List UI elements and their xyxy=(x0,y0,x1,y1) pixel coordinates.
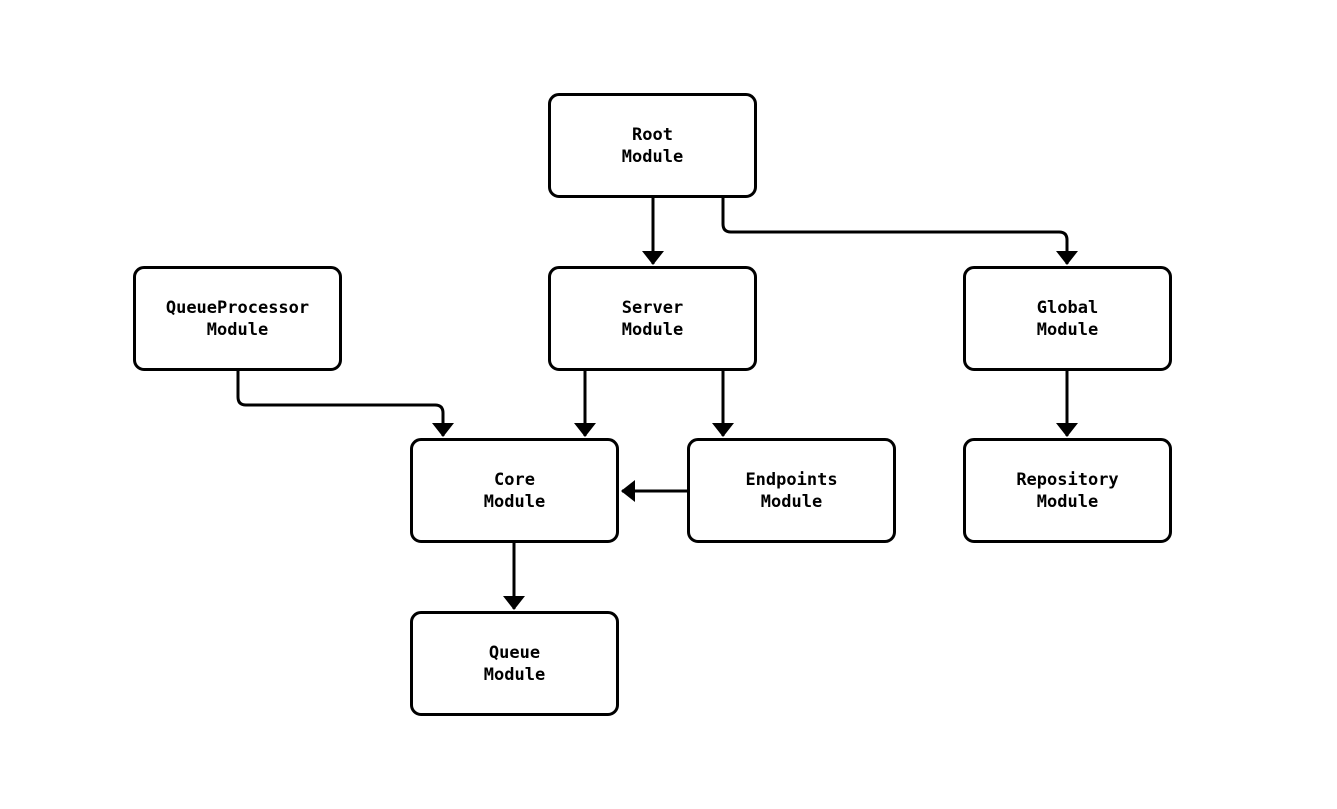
node-server-module: Server Module xyxy=(548,266,757,371)
node-global-module-label: Global Module xyxy=(1036,297,1099,340)
node-queueprocessor-module: QueueProcessor Module xyxy=(133,266,342,371)
node-queueprocessor-module-label: QueueProcessor Module xyxy=(165,297,310,340)
node-root-module: Root Module xyxy=(548,93,757,198)
node-endpoints-module-label: Endpoints Module xyxy=(745,469,838,512)
node-repository-module: Repository Module xyxy=(963,438,1172,543)
node-repository-module-label: Repository Module xyxy=(1016,469,1119,512)
node-server-module-label: Server Module xyxy=(621,297,684,340)
node-root-module-label: Root Module xyxy=(621,124,684,167)
node-queue-module-label: Queue Module xyxy=(483,642,546,685)
node-endpoints-module: Endpoints Module xyxy=(687,438,896,543)
node-core-module-label: Core Module xyxy=(483,469,546,512)
node-queue-module: Queue Module xyxy=(410,611,619,716)
node-core-module: Core Module xyxy=(410,438,619,543)
edge-queueprocessor-to-core xyxy=(236,371,454,437)
edge-root-to-global xyxy=(721,198,1078,265)
node-global-module: Global Module xyxy=(963,266,1172,371)
